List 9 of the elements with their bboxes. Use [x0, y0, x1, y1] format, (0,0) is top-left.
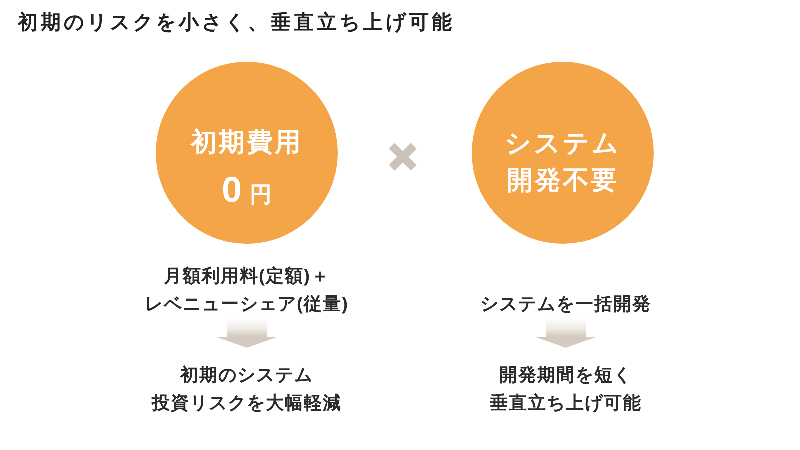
circle-heading: システム開発不要 — [505, 126, 621, 196]
title: 初期のリスクを小さく、垂直立ち上げ可能 — [18, 10, 455, 36]
outcome-text: 初期のシステム投資リスクを大幅軽減 — [152, 361, 342, 417]
down-arrow — [216, 318, 278, 348]
circle-heading: 初期費用 — [191, 126, 303, 158]
description-text: システムを一括開発 — [480, 290, 652, 318]
description-text: 月額利用料(定額)＋レベニューシェア(従量) — [145, 262, 349, 318]
down-arrow — [535, 318, 597, 348]
outcome-text: 開発期間を短く垂直立ち上げ可能 — [490, 361, 642, 417]
